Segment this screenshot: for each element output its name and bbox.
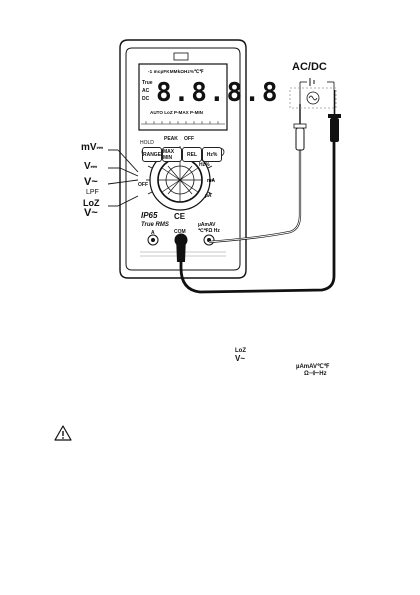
lcd-top-row: -1 mcpFKMMkΩHz%℃℉ [148, 69, 204, 74]
lcd-flag-true: True [142, 80, 153, 86]
com-probe [328, 90, 341, 142]
jack-v-sublabel: ℃℉Ω Hz [198, 228, 220, 234]
caption-loz-v: V~ [235, 354, 246, 363]
lcd-bargraph [145, 121, 219, 124]
lcd-frame [138, 63, 228, 131]
source-box [289, 87, 337, 109]
dial-hz-label: Hz% [199, 162, 210, 168]
v-dc-label-text: V [84, 161, 91, 172]
source-label: AC/DC [292, 61, 327, 73]
lpf-label: LPF [86, 189, 99, 196]
caption-jack-sub: Ω⊣⊢Hz [304, 371, 327, 377]
dial-off-label: OFF [138, 182, 148, 188]
meter-top-clip [173, 52, 189, 61]
jack-com-label: COM [174, 229, 186, 235]
mv-label: mV⎓ [81, 143, 103, 153]
lcd-display-value: 8.8.8.8 [156, 78, 280, 108]
com-test-lead [179, 140, 336, 294]
off-caption: OFF [184, 136, 194, 142]
rel-button[interactable]: REL [182, 147, 202, 162]
peak-caption: PEAK [164, 136, 178, 142]
true-rms-label: True RMS [141, 222, 169, 228]
mv-label-text: mV [81, 142, 97, 153]
lcd-flag-ac: AC [142, 88, 150, 94]
jack-v-label: µAmAV [198, 222, 216, 228]
hz-percent-button[interactable]: Hz% [202, 147, 222, 162]
loz-v-label: V~ [84, 207, 98, 219]
caption-loz: LoZ [235, 348, 246, 354]
loz-label: LoZ [83, 198, 100, 208]
lcd-flag-dc: DC [142, 96, 150, 102]
dial-ua-label: µA [205, 193, 212, 199]
lcd-bottom-row: AUTO LoZ P-MAX P-MIN [150, 110, 203, 115]
dial-ma-label: mA [207, 178, 216, 184]
dc-symbol-icon: ⎓ [90, 162, 98, 171]
hold-label: HOLD [140, 140, 154, 146]
jack-a-label: A [151, 230, 155, 236]
range-button[interactable]: RANGE [142, 147, 162, 162]
ip-rating: IP65 [141, 211, 158, 220]
caption-jack: µAmAV℃℉ [296, 364, 330, 370]
ce-mark: CE [174, 212, 186, 221]
com-lead-plug [176, 236, 186, 262]
v-probe [293, 104, 307, 151]
ac-dc-symbol-icon: ⎓ [96, 143, 103, 152]
multimeter-diagram [107, 39, 341, 294]
warning-triangle-icon [54, 425, 72, 441]
v-ac-label: V~ [84, 176, 98, 188]
v-dc-label: V⎓ [84, 162, 97, 172]
max-min-button[interactable]: MAX MIN [162, 147, 182, 162]
